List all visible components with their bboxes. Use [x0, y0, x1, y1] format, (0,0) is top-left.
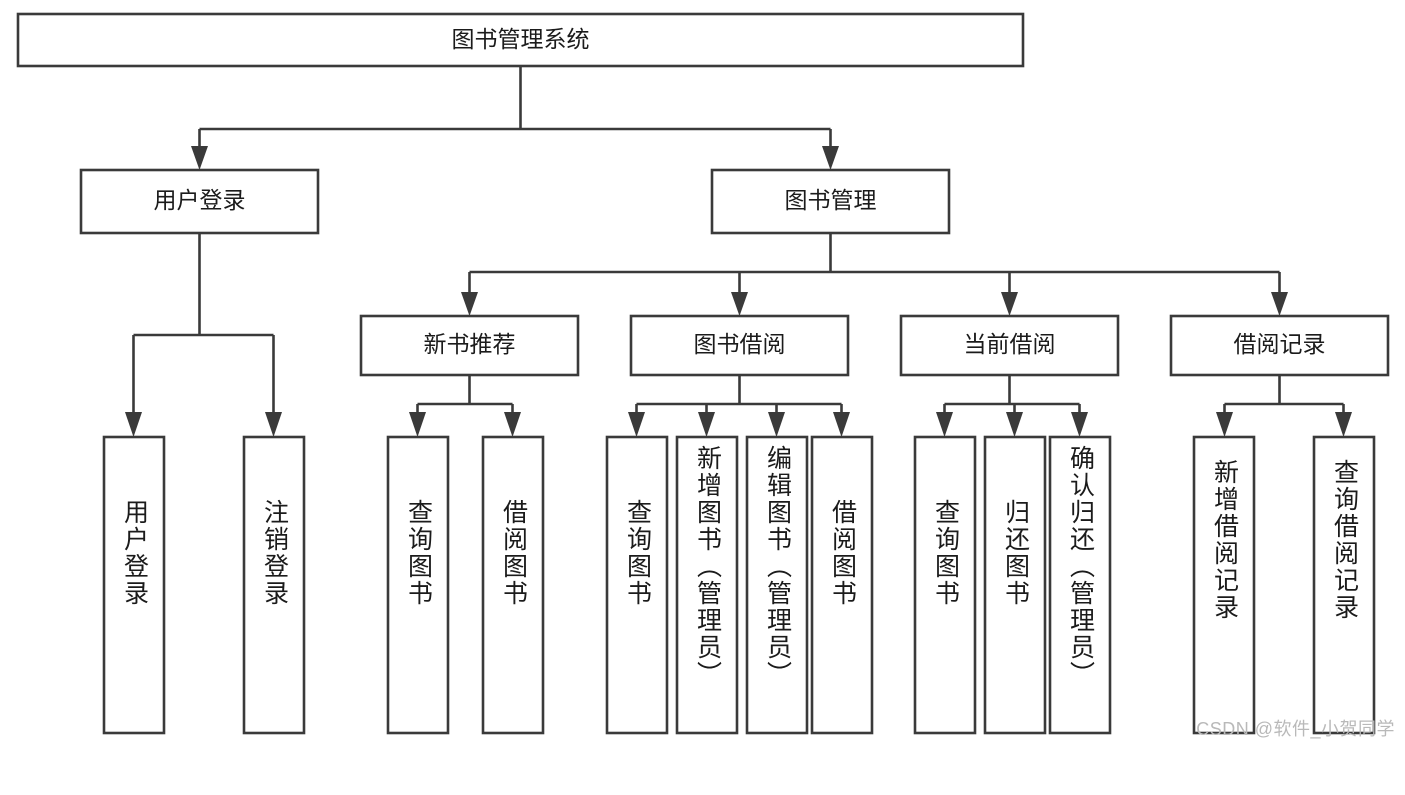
arrowhead-currentborrow-leaf-3 [1071, 412, 1088, 437]
leaf-box-borrow-book-1[interactable] [481, 435, 545, 735]
node-borrow-record-label: 借阅记录 [1234, 331, 1326, 357]
arrowhead-leaf-user-login [125, 412, 142, 437]
leaf-box-add-book-admin[interactable] [675, 435, 739, 735]
leaf-box-return-book[interactable] [983, 435, 1047, 735]
node-user-login-label: 用户登录 [154, 187, 246, 213]
leaf-box-edit-book-admin[interactable] [745, 435, 809, 735]
flowchart-svg: 图书管理系统 用户登录 图书管理 新书推荐 图书借阅 当前借阅 借阅记录 [16, 12, 1390, 735]
arrowhead-book-borrow [731, 292, 748, 316]
node-book-borrow-box[interactable] [629, 314, 850, 377]
node-new-book-recommend-box[interactable] [359, 314, 580, 377]
leaf-box-user-login[interactable] [102, 435, 166, 735]
leaf-box-query-borrow-record[interactable] [1312, 435, 1376, 735]
connectors-group [125, 66, 1352, 437]
leaf-box-query-book-2[interactable] [605, 435, 669, 735]
leaf-box-query-book-1[interactable] [386, 435, 450, 735]
arrowhead-bookborrow-leaf-2 [698, 412, 715, 437]
node-root-system[interactable]: 图书管理系统 [16, 12, 1025, 68]
node-new-book-recommend-label: 新书推荐 [424, 331, 516, 357]
leaf-box-add-borrow-record[interactable] [1192, 435, 1256, 735]
csdn-watermark: CSDN @软件_小贺同学 [1196, 719, 1395, 739]
node-root-system-label: 图书管理系统 [452, 26, 590, 52]
arrowhead-currentborrow-leaf-2 [1006, 412, 1023, 437]
arrowhead-current-borrow [1001, 292, 1018, 316]
node-current-borrow-label: 当前借阅 [964, 331, 1056, 357]
arrowhead-newbook-leaf-1 [409, 412, 426, 437]
node-current-borrow-box[interactable] [899, 314, 1120, 377]
leaf-boxes-group [102, 435, 1376, 735]
node-book-management-label: 图书管理 [785, 187, 877, 213]
node-new-book-recommend[interactable]: 新书推荐 [359, 314, 580, 377]
arrowhead-currentborrow-leaf-1 [936, 412, 953, 437]
node-book-borrow[interactable]: 图书借阅 [629, 314, 850, 377]
node-root-system-box[interactable] [16, 12, 1025, 68]
arrowhead-user-login [191, 146, 208, 170]
node-book-management-box[interactable] [710, 168, 951, 235]
node-user-login-box[interactable] [79, 168, 320, 235]
arrowhead-newbook-leaf-2 [504, 412, 521, 437]
arrowhead-leaf-logout [265, 412, 282, 437]
leaf-box-logout[interactable] [242, 435, 306, 735]
arrowhead-bookborrow-leaf-4 [833, 412, 850, 437]
leaf-box-confirm-return-admin[interactable] [1048, 435, 1112, 735]
node-book-borrow-label: 图书借阅 [694, 331, 786, 357]
flowchart-canvas: 图书管理系统 用户登录 图书管理 新书推荐 图书借阅 当前借阅 借阅记录 [16, 12, 1395, 739]
node-user-login[interactable]: 用户登录 [79, 168, 320, 235]
arrowhead-borrowrecord-leaf-1 [1216, 412, 1233, 437]
node-borrow-record-box[interactable] [1169, 314, 1390, 377]
arrowhead-bookborrow-leaf-1 [628, 412, 645, 437]
arrowhead-bookborrow-leaf-3 [768, 412, 785, 437]
arrowhead-book-mgmt [822, 146, 839, 170]
node-book-management[interactable]: 图书管理 [710, 168, 951, 235]
arrowhead-borrowrecord-leaf-2 [1335, 412, 1352, 437]
node-current-borrow[interactable]: 当前借阅 [899, 314, 1120, 377]
leaf-box-query-book-3[interactable] [913, 435, 977, 735]
node-borrow-record[interactable]: 借阅记录 [1169, 314, 1390, 377]
leaf-box-borrow-book-2[interactable] [810, 435, 874, 735]
arrowhead-borrow-record [1271, 292, 1288, 316]
arrowhead-new-book-rec [461, 292, 478, 316]
